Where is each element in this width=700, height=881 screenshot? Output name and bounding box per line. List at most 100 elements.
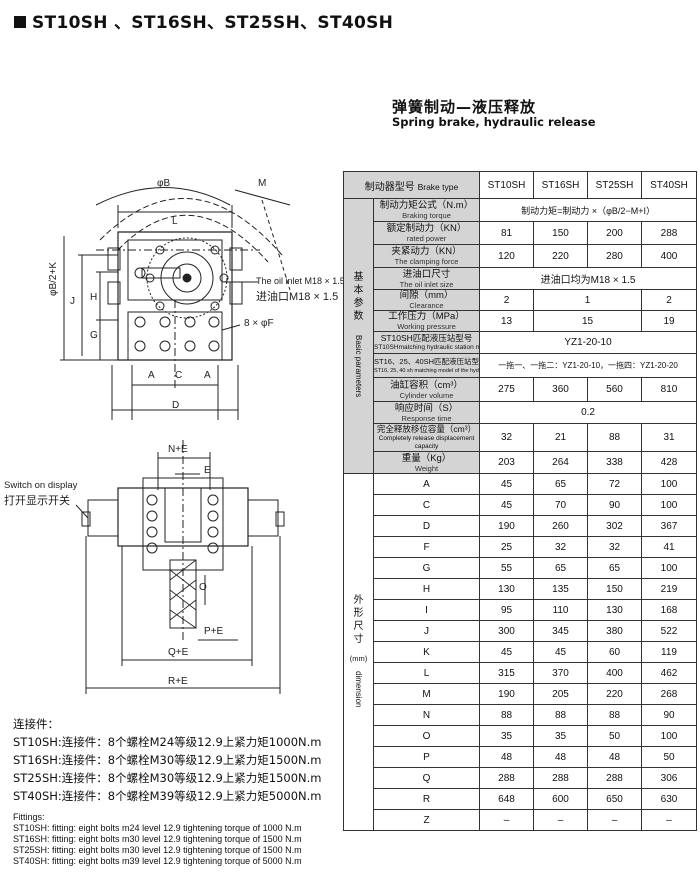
dim-H-label: H — [90, 292, 98, 303]
dim-row-P: P 48 48 48 50 — [344, 746, 698, 768]
dim-phiB2K-label: φB/2+K — [48, 262, 59, 297]
model-cell-st40sh: ST40SH — [641, 171, 698, 199]
param-displacement: 完全释放移位容量（cm³）Completely release displace… — [372, 423, 481, 452]
fittings-en-line: ST40SH: fitting: eight bolts m39 level 1… — [13, 856, 302, 866]
table-cell: 45 — [479, 641, 535, 663]
table-cell: 25 — [479, 536, 535, 558]
table-cell: 2 — [479, 289, 535, 311]
table-row: 间隙（mm）Clearance 2 1 2 — [344, 289, 698, 311]
table-row: 重量（Kg）Weight 203 264 338 428 — [344, 451, 698, 474]
header-square-icon — [14, 16, 26, 28]
dim-group-unit: (mm) — [349, 653, 368, 663]
header-title: ST10SH 、ST16SH、ST25SH、ST40SH — [32, 13, 394, 33]
table-cell: 72 — [587, 473, 643, 495]
oil-inlet-en-label: The oil inlet M18 × 1.5 — [256, 276, 345, 286]
table-cell: 100 — [641, 473, 698, 495]
table-cell: 135 — [533, 578, 589, 600]
fittings-cn-line: ST16SH:连接件：8个螺栓M30等级12.9上紧力矩1500N.m — [13, 753, 322, 767]
dim-row-D: D 190 260 302 367 — [344, 515, 698, 537]
dim-label: F — [372, 536, 481, 558]
table-cell: 2 — [641, 289, 698, 311]
table-row: 基本参数 Basic parameters 制动力矩公式（N.m）Braking… — [343, 198, 698, 474]
dim-phiB-label: φB — [157, 178, 171, 189]
param-torque: 制动力矩公式（N.m）Braking torque — [372, 198, 481, 222]
table-cell: 150 — [587, 578, 643, 600]
dim-A2-label: A — [204, 370, 211, 381]
oil-inlet-cn-label: 进油口M18 × 1.5 — [256, 291, 339, 303]
table-row: 完全释放移位容量（cm³）Completely release displace… — [344, 423, 698, 452]
fittings-en-line: ST10SH: fitting: eight bolts m24 level 1… — [13, 823, 302, 833]
table-cell: 288 — [479, 767, 535, 789]
dim-RE-label: R+E — [168, 676, 188, 687]
dim-row-Q: Q 288 288 288 306 — [344, 767, 698, 789]
dim-row-M: M 190 205 220 268 — [344, 683, 698, 705]
table-cell: 88 — [587, 704, 643, 726]
basic-group-en: Basic parameters — [354, 335, 363, 398]
table-row: 额定制动力（KN）rated power 81 150 200 288 — [344, 221, 698, 245]
table-cell: 315 — [479, 662, 535, 684]
dim-M-label: M — [258, 178, 267, 189]
table-cell: 31 — [641, 423, 698, 452]
table-cell: 13 — [479, 310, 535, 332]
table-cell: 264 — [533, 451, 589, 474]
table-cell: 70 — [533, 494, 589, 516]
dim-group-en: dimension — [354, 670, 363, 708]
table-cell: 345 — [533, 620, 589, 642]
dim-PE-label: P+E — [204, 626, 224, 637]
dim-row-R: R 648 600 650 630 — [344, 788, 698, 810]
table-cell: 100 — [641, 494, 698, 516]
table-cell: 203 — [479, 451, 535, 474]
table-cell: 268 — [641, 683, 698, 705]
page-header: ST10SH 、ST16SH、ST25SH、ST40SH — [14, 8, 393, 33]
response-value-cell: 0.2 — [479, 401, 698, 424]
table-cell: 45 — [479, 494, 535, 516]
dim-G-label: G — [90, 330, 98, 341]
table-cell: 60 — [587, 641, 643, 663]
table-cell: 65 — [533, 557, 589, 579]
table-cell: 110 — [533, 599, 589, 621]
table-cell: 119 — [641, 641, 698, 663]
table-cell: 130 — [587, 599, 643, 621]
oil-inlet-value-cell: 进油口均为M18 × 1.5 — [479, 267, 698, 290]
table-cell: 120 — [479, 244, 535, 268]
table-row: 工作压力（MPa）Working pressure 13 15 19 — [344, 310, 698, 332]
table-cell: 367 — [641, 515, 698, 537]
table-cell: 65 — [587, 557, 643, 579]
table-row: 油缸容积（cm³）Cylinder volume 275 360 560 810 — [344, 377, 698, 402]
fittings-cn-heading: 连接件： — [13, 717, 59, 731]
table-cell: 648 — [479, 788, 535, 810]
section-title-cn: 弹簧制动—液压释放 — [392, 98, 537, 116]
torque-formula-cell: 制动力矩=制动力 ×（φB/2−M+I） — [479, 198, 698, 222]
table-cell: 302 — [587, 515, 643, 537]
table-cell: 50 — [641, 746, 698, 768]
table-cell: 650 — [587, 788, 643, 810]
table-cell: 560 — [587, 377, 643, 402]
table-cell: 220 — [533, 244, 589, 268]
table-cell: 32 — [587, 536, 643, 558]
fittings-cn-line: ST10SH:连接件：8个螺栓M24等级12.9上紧力矩1000N.m — [13, 735, 322, 749]
dim-O-label: O — [199, 582, 207, 593]
table-cell: 428 — [641, 451, 698, 474]
table-cell: 90 — [641, 704, 698, 726]
fittings-cn-line: ST40SH:连接件：8个螺栓M39等级12.9上紧力矩5000N.m — [13, 789, 322, 803]
table-cell: 45 — [533, 641, 589, 663]
table-cell: 200 — [587, 221, 643, 245]
table-cell: 630 — [641, 788, 698, 810]
fittings-en-line: ST25SH: fitting: eight bolts m30 level 1… — [13, 845, 302, 855]
table-cell: 95 — [479, 599, 535, 621]
table-cell: 130 — [479, 578, 535, 600]
table-cell: 150 — [533, 221, 589, 245]
table-cell: 88 — [479, 704, 535, 726]
table-cell: 522 — [641, 620, 698, 642]
param-pressure: 工作压力（MPa）Working pressure — [372, 310, 481, 332]
fittings-cn-line: ST25SH:连接件：8个螺栓M30等级12.9上紧力矩1500N.m — [13, 771, 322, 785]
table-cell: 288 — [533, 767, 589, 789]
table-cell: 90 — [587, 494, 643, 516]
param-response: 响应时间（S）Response time — [372, 401, 481, 424]
param-clamping: 夹紧动力（KN）The clamping force — [372, 244, 481, 268]
table-cell: 190 — [479, 515, 535, 537]
table-cell: – — [533, 809, 589, 831]
model-header-cell: 制动器型号 Brake type — [342, 171, 481, 199]
